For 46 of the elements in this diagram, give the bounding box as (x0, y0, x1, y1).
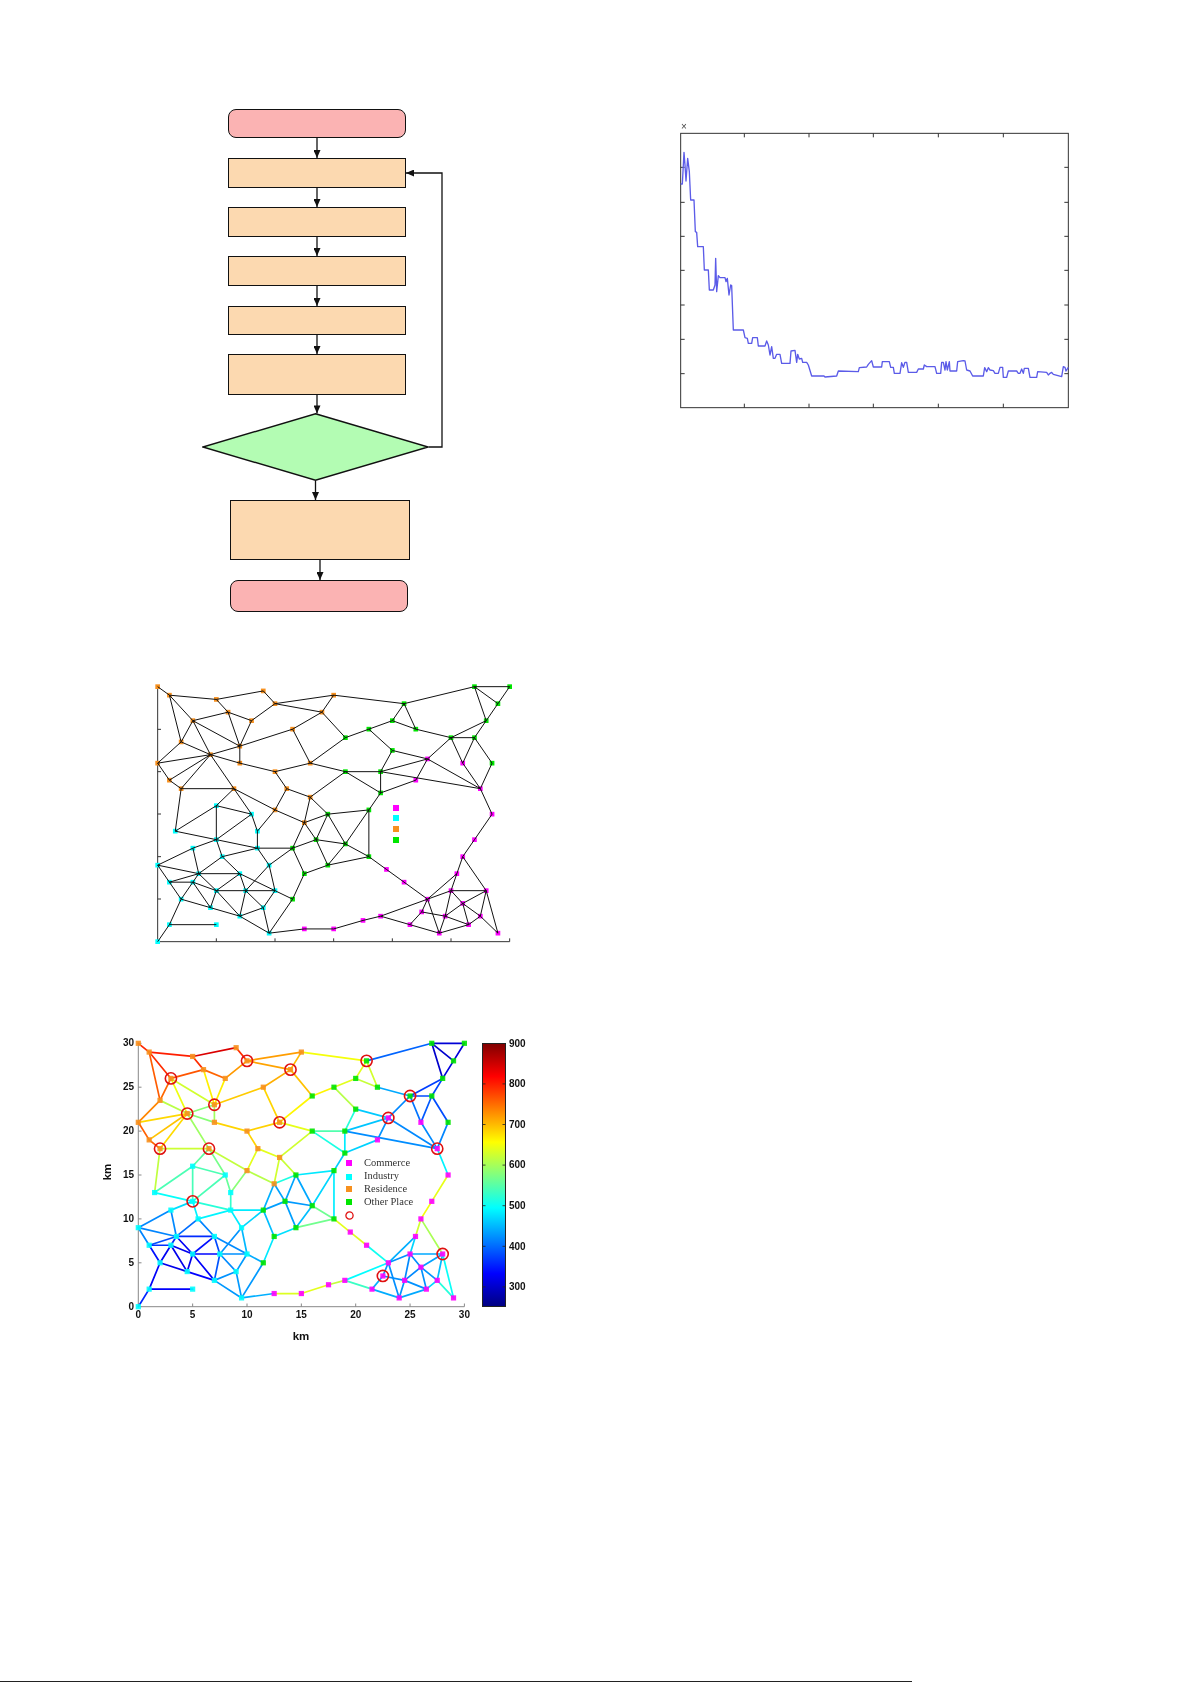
process-box (228, 354, 406, 395)
colorbar-tick-label: 500 (509, 1201, 526, 1211)
arrow (313, 334, 321, 355)
colorbar-tick-label: 700 (509, 1119, 526, 1130)
tick-label: 15 (122, 1170, 134, 1180)
decision-diamond (202, 413, 429, 481)
process-box (228, 306, 406, 335)
tick-label: 0 (128, 1301, 134, 1312)
axis-multiplier-label: × (681, 122, 687, 132)
process-box (228, 158, 406, 188)
colorbar-tick-label: 400 (509, 1241, 526, 1252)
tick-label: 10 (122, 1213, 134, 1224)
terminal-box (230, 580, 408, 612)
arrow (313, 187, 321, 208)
arrow (405, 169, 443, 448)
legend-label: Other Place (364, 1196, 414, 1208)
legend-label: Industry (364, 1171, 399, 1182)
axis-label: km (292, 1331, 310, 1343)
tick-label: 0 (135, 1310, 142, 1320)
arrow (313, 394, 321, 415)
tick-label: 25 (122, 1082, 134, 1093)
tick-label: 20 (122, 1126, 134, 1137)
tick-label: 5 (128, 1257, 134, 1268)
arrow (313, 285, 321, 307)
tick-label: 10 (241, 1310, 253, 1320)
tick-label: 30 (122, 1038, 134, 1049)
process-box (228, 207, 406, 237)
tick-label: 30 (458, 1310, 470, 1320)
colorbar-tick-label: 300 (509, 1282, 526, 1293)
legend-label: Residence (364, 1183, 408, 1195)
legend-label: Commerce (364, 1157, 411, 1169)
tick-label: 20 (350, 1310, 362, 1320)
arrow (312, 480, 319, 501)
tick-label: 15 (295, 1310, 307, 1320)
colorbar-tick-label: 900 (509, 1038, 526, 1049)
colorbar-tick-label: 600 (509, 1160, 526, 1171)
process-box (228, 256, 406, 286)
arrow (316, 559, 324, 581)
colorbar-tick-label: 800 (509, 1079, 526, 1090)
process-box (230, 500, 410, 560)
tick-label: 5 (189, 1310, 196, 1320)
arrow (313, 137, 321, 159)
terminal-box (228, 109, 406, 138)
axis-label: km (102, 1163, 114, 1181)
tick-label: 25 (404, 1310, 416, 1320)
arrow (313, 236, 321, 257)
